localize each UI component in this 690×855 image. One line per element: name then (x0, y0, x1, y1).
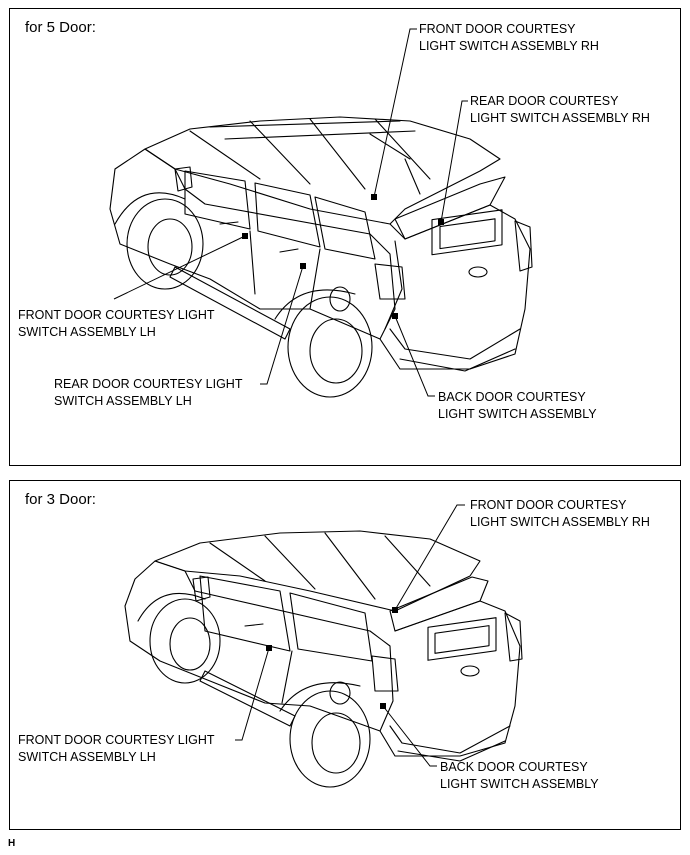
label-rear-door-switch-rh: REAR DOOR COURTESY LIGHT SWITCH ASSEMBLY… (470, 94, 650, 125)
label-back-door-switch-3door: BACK DOOR COURTESY LIGHT SWITCH ASSEMBLY (440, 760, 599, 791)
label-front-door-switch-rh: FRONT DOOR COURTESY LIGHT SWITCH ASSEMBL… (419, 22, 599, 53)
vehicle-illustration-5-door (109, 28, 533, 398)
panel-title-3-door: for 3 Door: (25, 491, 96, 508)
label-front-door-switch-lh-3door: FRONT DOOR COURTESY LIGHT SWITCH ASSEMBL… (18, 733, 215, 764)
label-rear-door-switch-lh: REAR DOOR COURTESY LIGHT SWITCH ASSEMBLY… (54, 377, 243, 408)
label-back-door-switch: BACK DOOR COURTESY LIGHT SWITCH ASSEMBLY (438, 390, 597, 421)
label-front-door-switch-rh-3door: FRONT DOOR COURTESY LIGHT SWITCH ASSEMBL… (470, 498, 650, 529)
vehicle-illustration-3-door (124, 504, 523, 788)
panel-3-door: for 3 Door: (9, 480, 681, 830)
panel-5-door: for 5 Door: (9, 8, 681, 466)
panel-title-5-door: for 5 Door: (25, 19, 96, 36)
figure-code: H (8, 838, 16, 849)
label-front-door-switch-lh: FRONT DOOR COURTESY LIGHT SWITCH ASSEMBL… (18, 308, 215, 339)
